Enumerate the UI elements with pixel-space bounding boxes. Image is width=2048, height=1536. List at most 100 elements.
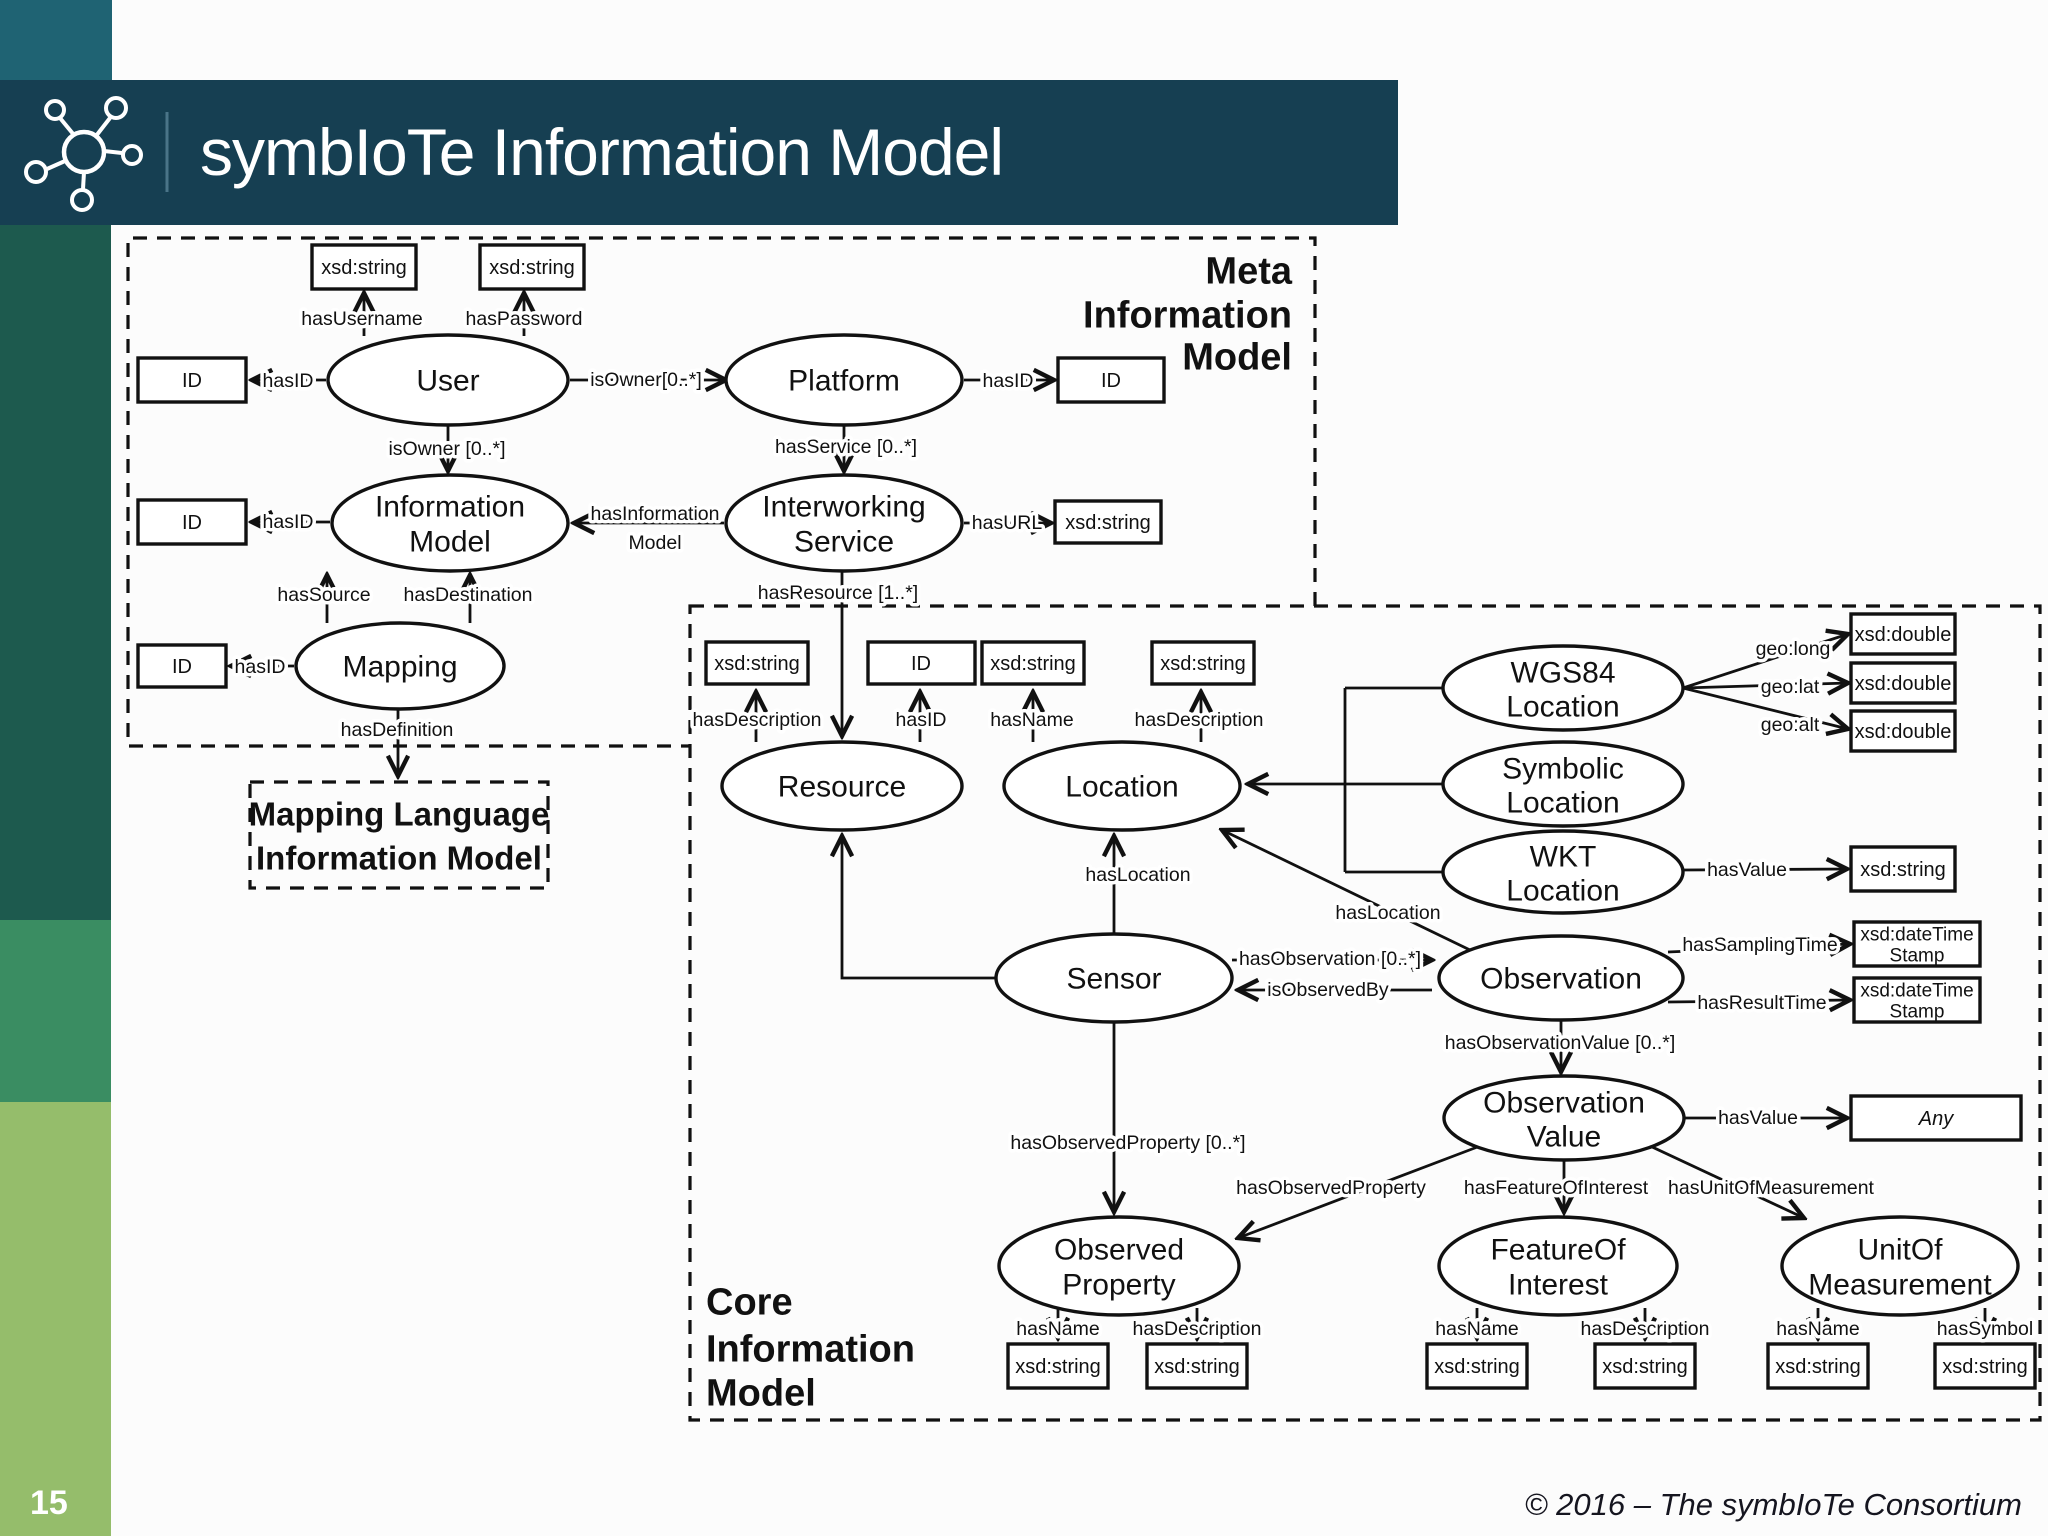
svg-text:Information Model: Information Model	[256, 840, 542, 877]
edge-label-has-information-model-l2: Model	[628, 532, 681, 554]
sidebar-dark-green	[0, 225, 111, 920]
edge-label-wkt-has-value: hasValue	[1707, 859, 1787, 881]
svg-text:xsd:string: xsd:string	[1942, 1356, 2028, 1378]
box-geo-alt-type: xsd:double	[1849, 709, 1957, 753]
connector-line	[1649, 1144, 1804, 1218]
svg-text:ID: ID	[182, 512, 202, 534]
svg-text:xsd:string: xsd:string	[1775, 1356, 1861, 1378]
edge-label-resource-has-id: hasID	[896, 709, 947, 731]
edge-label-geo-long: geo:long	[1756, 638, 1831, 660]
symbiote-logo-icon	[24, 96, 143, 212]
page-number: 15	[30, 1484, 68, 1522]
svg-text:xsd:dateTime: xsd:dateTime	[1860, 981, 1973, 1002]
edge-label-has-observation: hasObservation [0..*]	[1239, 948, 1421, 970]
node-user: User	[326, 333, 570, 427]
edge-label-uom-has-symbol: hasSymbol	[1937, 1318, 2033, 1340]
svg-text:Observation: Observation	[1480, 963, 1642, 996]
edge-label-op-has-description: hasDescription	[1133, 1318, 1262, 1340]
svg-text:Resource: Resource	[778, 771, 906, 804]
svg-text:ID: ID	[172, 656, 192, 678]
node-location: Location	[1002, 740, 1242, 832]
svg-text:WKT: WKT	[1530, 841, 1597, 874]
edge-label-geo-lat: geo:lat	[1761, 676, 1820, 698]
edge-label-has-observation-value: hasObservationValue [0..*]	[1445, 1032, 1676, 1054]
svg-text:Value: Value	[1527, 1121, 1602, 1154]
region-borders	[126, 236, 2042, 1422]
copyright-text: © 2016 – The symbIoTe Consortium	[1525, 1487, 2022, 1522]
mapping-language-model-title: Mapping Language Information Model	[249, 796, 550, 877]
edge-label-platform-has-id: hasID	[983, 370, 1034, 392]
region-titles: Meta Information Model Core Information …	[249, 250, 1293, 1414]
svg-text:Symbolic: Symbolic	[1502, 753, 1624, 786]
svg-text:Service: Service	[794, 526, 894, 559]
svg-text:Stamp: Stamp	[1890, 946, 1945, 967]
connector-line	[1682, 869, 1847, 870]
svg-text:FeatureOf: FeatureOf	[1490, 1234, 1626, 1267]
svg-text:Location: Location	[1065, 771, 1178, 804]
svg-text:xsd:string: xsd:string	[1434, 1356, 1520, 1378]
meta-information-model-title: Meta Information Model	[1083, 250, 1293, 378]
datatype-boxes: xsd:string xsd:string ID ID ID xsd:strin…	[136, 243, 2037, 1390]
node-mapping: Mapping	[294, 621, 506, 711]
svg-text:Meta: Meta	[1205, 250, 1292, 292]
mapping-language-model-border	[248, 780, 550, 890]
edge-label-observation-has-location: hasLocation	[1335, 902, 1440, 924]
box-user-id: ID	[136, 356, 248, 404]
box-foi-description-type: xsd:string	[1593, 1342, 1697, 1390]
connector-line	[1667, 944, 1850, 952]
box-platform-id: ID	[1056, 356, 1166, 404]
edge-label-uom-has-name: hasName	[1776, 1318, 1859, 1340]
svg-text:Any: Any	[1918, 1108, 1954, 1130]
edge-label-sensor-has-observed-property: hasObservedProperty [0..*]	[1010, 1132, 1245, 1154]
svg-text:Property: Property	[1062, 1269, 1175, 1302]
connector-line	[1682, 683, 1848, 688]
edge-label-information-model-has-id: hasID	[263, 511, 314, 533]
node-unit-of-measurement: UnitOfMeasurement	[1780, 1215, 2020, 1317]
svg-text:xsd:string: xsd:string	[990, 653, 1076, 675]
connector-line	[1682, 686, 1848, 729]
edge-label-has-feature-of-interest: hasFeatureOfInterest	[1464, 1177, 1649, 1199]
box-information-model-id: ID	[136, 498, 248, 546]
box-uom-symbol-type: xsd:string	[1933, 1342, 2037, 1390]
connector-line	[1238, 1144, 1481, 1238]
svg-text:ID: ID	[182, 370, 202, 392]
footer: 15 © 2016 – The symbIoTe Consortium	[30, 1484, 2022, 1522]
connector-line	[1682, 634, 1848, 690]
edge-label-geo-alt: geo:alt	[1761, 714, 1820, 736]
node-platform: Platform	[724, 333, 964, 427]
node-resource: Resource	[720, 740, 964, 832]
corner-square	[0, 0, 112, 80]
edge-label-has-username: hasUsername	[301, 308, 422, 330]
edge-label-is-observed-by: isObservedBy	[1267, 979, 1389, 1001]
edge-label-user-owns-platform: isOwner[0..*]	[590, 369, 702, 391]
connector-line	[1667, 1000, 1850, 1002]
svg-text:Information: Information	[375, 491, 525, 524]
edge-label-has-source: hasSource	[277, 584, 370, 606]
svg-text:xsd:double: xsd:double	[1855, 721, 1952, 743]
edge-label-has-definition: hasDefinition	[341, 719, 454, 741]
box-geo-lat-type: xsd:double	[1849, 661, 1957, 705]
svg-text:xsd:string: xsd:string	[1065, 512, 1151, 534]
edge-label-op-has-name: hasName	[1016, 1318, 1099, 1340]
svg-text:Model: Model	[706, 1372, 816, 1414]
edge-label-location-has-name: hasName	[990, 709, 1073, 731]
box-wkt-value-type: xsd:string	[1849, 845, 1957, 893]
header-banner: symbIoTe Information Model	[0, 80, 1398, 225]
svg-text:Model: Model	[409, 526, 491, 559]
svg-text:Measurement: Measurement	[1808, 1269, 1992, 1302]
box-resource-id: ID	[866, 640, 977, 686]
svg-text:ID: ID	[1101, 370, 1121, 392]
svg-text:xsd:string: xsd:string	[1154, 1356, 1240, 1378]
edge-label-has-destination: hasDestination	[404, 584, 533, 606]
svg-text:Location: Location	[1506, 875, 1619, 908]
box-mapping-id: ID	[136, 643, 228, 689]
edge-label-has-resource: hasResource [1..*]	[758, 582, 918, 604]
node-observed-property: ObservedProperty	[997, 1215, 1241, 1317]
box-location-name-type: xsd:string	[980, 640, 1086, 686]
edge-label-user-owns-information-model: isOwner [0..*]	[388, 438, 505, 460]
